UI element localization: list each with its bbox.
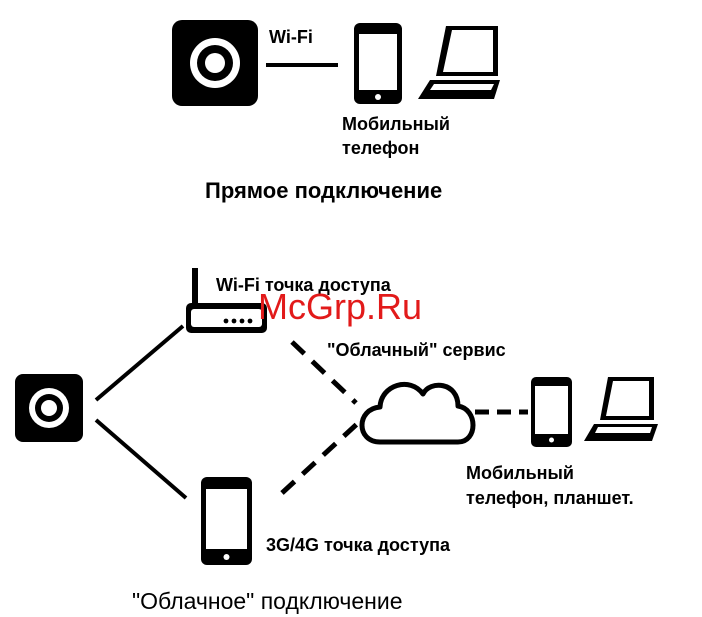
laptop-icon-top [418, 26, 500, 99]
cloud-connection-title: "Облачное" подключение [132, 588, 403, 614]
laptop-icon-bottom [584, 377, 658, 441]
mobile-cloud-dashed-line [280, 422, 359, 495]
devices-caption-line1: Мобильный [466, 463, 574, 483]
camera-router-line [94, 324, 185, 402]
camera-icon-bottom [15, 374, 83, 442]
smartphone-icon-top [354, 23, 402, 104]
direct-device-caption-line2: телефон [342, 138, 420, 158]
router-label: Wi-Fi точка доступа [216, 275, 391, 295]
router-cloud-dashed-line [290, 340, 358, 405]
wifi-link-label: Wi-Fi [269, 27, 313, 47]
mobile-access-point-label: 3G/4G точка доступа [266, 535, 450, 555]
smartphone-icon-bottom-left [201, 477, 252, 565]
cloud-icon [359, 381, 476, 445]
camera-mobile-line [94, 418, 188, 500]
router-icon [186, 268, 267, 333]
watermark: McGrp.Ru [258, 286, 423, 327]
devices-caption-line2: телефон, планшет. [466, 488, 634, 508]
camera-icon-top [172, 20, 258, 106]
direct-device-caption-line1: Мобильный [342, 114, 450, 134]
cloud-service-label: "Облачный" сервис [327, 340, 506, 360]
direct-connection-title: Прямое подключение [205, 178, 443, 203]
smartphone-icon-bottom-right [531, 377, 572, 447]
